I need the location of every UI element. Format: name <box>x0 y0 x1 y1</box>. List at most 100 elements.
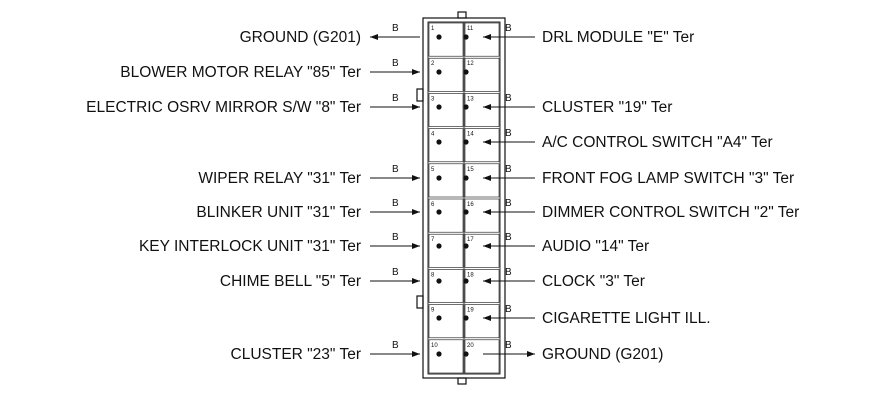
right-pin-5-wire-color: B <box>505 198 512 209</box>
left-pin-6-number: 7 <box>431 237 435 243</box>
wire-connections: B GROUND (G201) B BLOWER MOTOR RELAY "85" T… <box>86 23 799 363</box>
left-pin-0-terminal <box>436 34 442 40</box>
left-pin-9-number: 10 <box>431 343 438 349</box>
left-pin-1-label: BLOWER MOTOR RELAY "85" Ter <box>120 64 361 81</box>
left-pin-5-wire-color: B <box>392 198 399 209</box>
right-pin-7-label: CLOCK "3" Ter <box>542 273 645 290</box>
left-pin-2-cavity <box>428 93 464 127</box>
left-pin-4-terminal <box>436 175 442 181</box>
right-pin-9-terminal <box>463 351 469 357</box>
right-pin-7-wire-color: B <box>505 267 512 278</box>
left-pin-6-arrow <box>412 243 420 249</box>
right-pin-3-number: 14 <box>467 132 474 138</box>
right-pin-2-wire-color: B <box>505 93 512 104</box>
right-pin-5-number: 16 <box>467 202 474 208</box>
left-pin-4-number: 5 <box>431 167 435 173</box>
connector-body <box>416 11 506 385</box>
right-pin-6-terminal <box>463 243 469 249</box>
left-pin-4-cavity <box>428 163 464 198</box>
right-pin-6-label: AUDIO "14" Ter <box>542 238 649 255</box>
right-pin-1-number: 12 <box>467 61 474 67</box>
left-pin-4-arrow <box>412 175 420 181</box>
left-pin-6-cavity <box>428 233 464 268</box>
left-pin-8-cavity <box>428 304 464 339</box>
right-pin-5-cavity <box>464 198 500 233</box>
right-pin-8-cavity <box>464 304 500 339</box>
connector-top-latch <box>457 11 467 19</box>
left-pin-8-terminal <box>436 315 442 321</box>
left-pin-3-terminal <box>436 139 442 145</box>
left-pin-0-wire-color: B <box>392 23 399 34</box>
right-pin-1-terminal <box>463 69 469 75</box>
right-pin-4-number: 15 <box>467 167 474 173</box>
right-pin-5-label: DIMMER CONTROL SWITCH "2" Ter <box>542 204 799 221</box>
right-pin-0-cavity <box>464 22 500 57</box>
connector-bottom-latch <box>457 377 467 385</box>
right-pin-6-number: 17 <box>467 237 474 243</box>
right-pin-3-arrow <box>483 139 491 145</box>
right-pin-7-arrow <box>483 278 491 284</box>
left-pin-2-number: 3 <box>431 96 435 102</box>
left-pin-0-number: 1 <box>431 26 435 32</box>
right-pin-2-cavity <box>464 93 500 127</box>
left-pin-9-cavity <box>428 339 464 374</box>
left-pin-4-wire-color: B <box>392 164 399 175</box>
connector-side-key-upper <box>416 88 424 102</box>
right-pin-5-terminal <box>463 209 469 215</box>
right-pin-3-wire-color: B <box>505 128 512 139</box>
left-pin-5-label: BLINKER UNIT "31" Ter <box>196 204 361 221</box>
right-pin-0-label: DRL MODULE "E" Ter <box>542 29 694 46</box>
right-pin-0-arrow <box>483 34 491 40</box>
right-pin-2-label: CLUSTER "19" Ter <box>542 99 672 116</box>
left-pin-8-number: 9 <box>431 308 435 314</box>
right-pin-3-label: A/C CONTROL SWITCH "A4" Ter <box>542 134 773 151</box>
left-pin-5-number: 6 <box>431 202 435 208</box>
right-pin-7-terminal <box>463 278 469 284</box>
left-pin-9-terminal <box>436 351 442 357</box>
right-pin-2-terminal <box>463 104 469 110</box>
right-pin-5-arrow <box>483 209 491 215</box>
left-pin-1-wire-color: B <box>392 58 399 69</box>
left-pin-7-wire-color: B <box>392 267 399 278</box>
right-pin-9-arrow <box>527 351 535 357</box>
left-pin-9-wire-color: B <box>392 340 399 351</box>
right-pin-0-wire-color: B <box>505 23 512 34</box>
right-pin-2-arrow <box>483 104 491 110</box>
left-pin-7-terminal <box>436 278 442 284</box>
right-pin-6-wire-color: B <box>505 232 512 243</box>
right-pin-7-number: 18 <box>467 272 474 278</box>
left-pin-2-wire-color: B <box>392 93 399 104</box>
right-pin-8-wire-color: B <box>505 304 512 315</box>
right-pin-7-cavity <box>464 269 500 303</box>
left-pin-1-cavity <box>428 57 464 92</box>
left-pin-1-number: 2 <box>431 61 435 67</box>
left-pin-5-arrow <box>412 209 420 215</box>
left-pin-0-label: GROUND (G201) <box>240 29 361 46</box>
left-pin-7-number: 8 <box>431 272 435 278</box>
left-pin-6-terminal <box>436 243 442 249</box>
left-pin-3-cavity <box>428 128 464 163</box>
left-pin-9-label: CLUSTER "23" Ter <box>231 346 361 363</box>
left-pin-6-wire-color: B <box>392 232 399 243</box>
left-pin-0-arrow <box>370 34 378 40</box>
left-pin-2-arrow <box>412 104 420 110</box>
left-pin-2-label: ELECTRIC OSRV MIRROR S/W "8" Ter <box>86 99 361 116</box>
right-pin-8-number: 19 <box>467 308 474 314</box>
right-pin-1-cavity <box>464 57 500 92</box>
right-pin-0-number: 11 <box>467 26 474 32</box>
right-pin-8-terminal <box>463 315 469 321</box>
left-pin-9-arrow <box>412 351 420 357</box>
left-pin-1-arrow <box>412 69 420 75</box>
right-pin-8-arrow <box>483 315 491 321</box>
right-pin-9-wire-color: B <box>505 340 512 351</box>
left-pin-4-label: WIPER RELAY "31" Ter <box>198 170 361 187</box>
right-pin-4-wire-color: B <box>505 164 512 175</box>
right-pin-3-cavity <box>464 128 500 163</box>
left-pin-7-label: CHIME BELL "5" Ter <box>220 273 361 290</box>
right-pin-3-terminal <box>463 139 469 145</box>
right-pin-4-terminal <box>463 175 469 181</box>
right-pin-0-terminal <box>463 34 469 40</box>
right-pin-6-arrow <box>483 243 491 249</box>
